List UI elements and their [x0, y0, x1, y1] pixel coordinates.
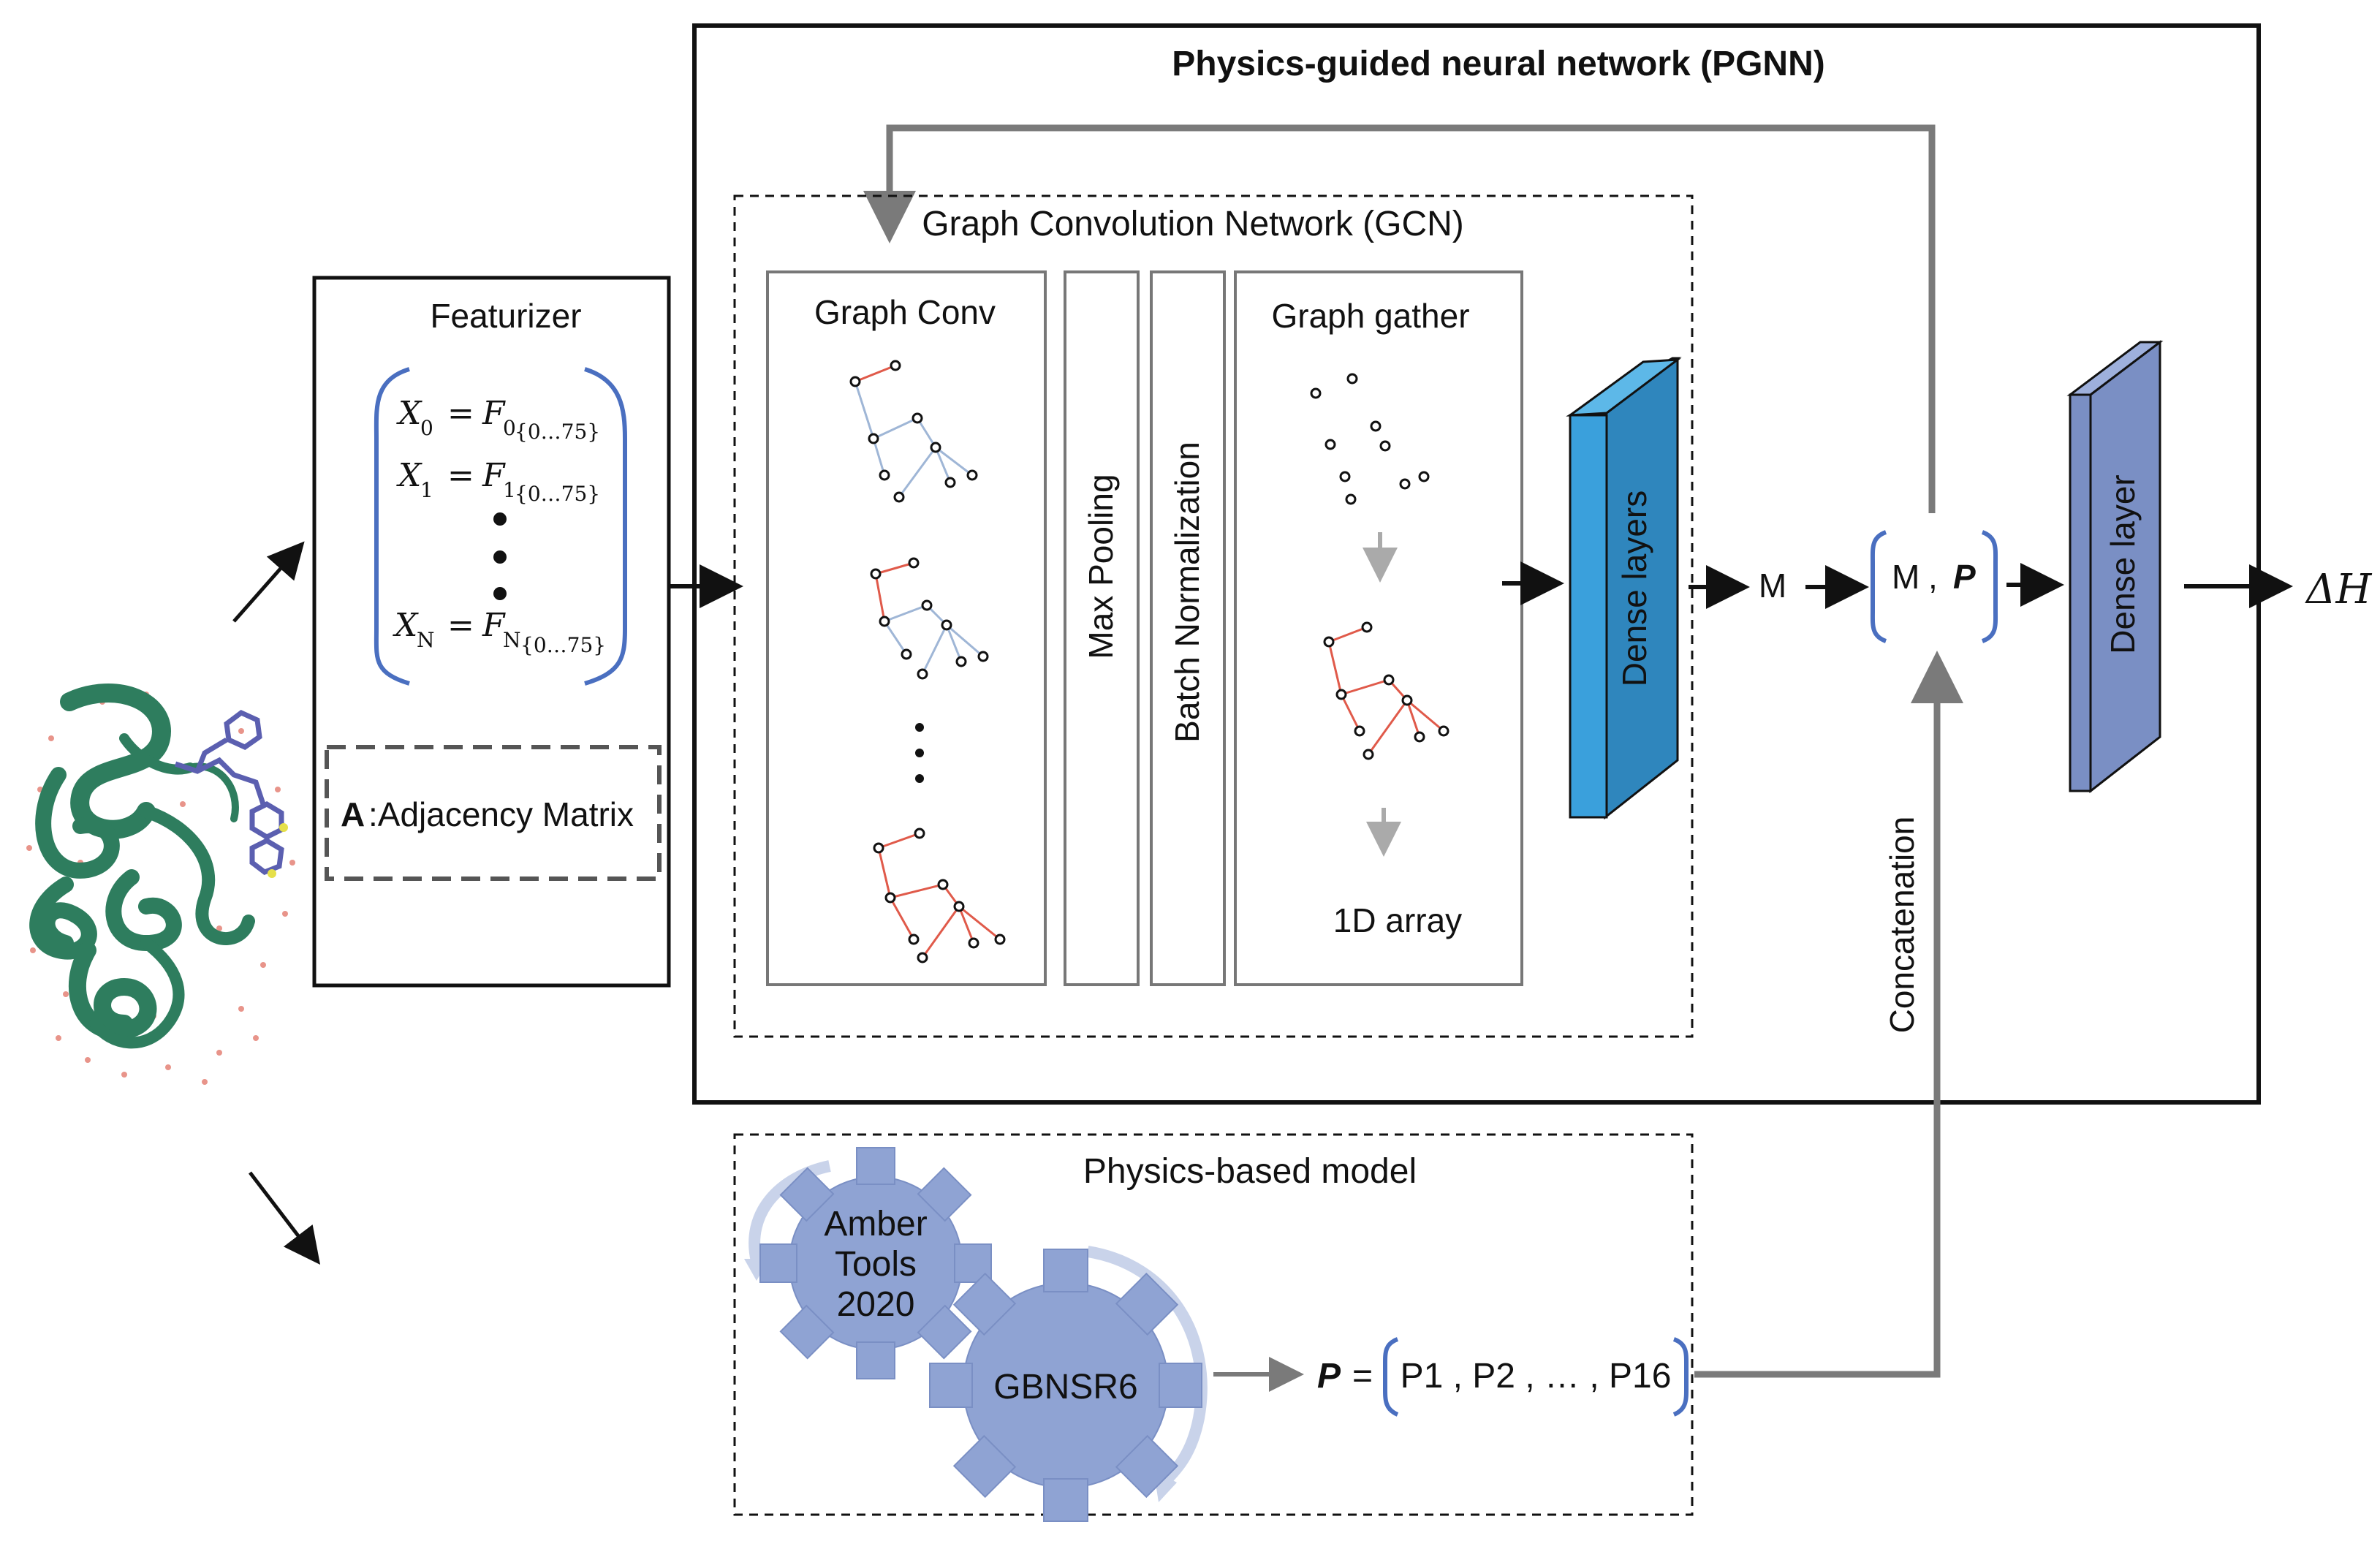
adjacency-a-label: A: [341, 795, 365, 833]
graph-conv-ellipsis: [915, 723, 924, 783]
fn-symbol: F: [482, 607, 506, 644]
pgnn-title: Physics-guided neural network (PGNN): [1172, 45, 1824, 83]
graph-gather-title: Graph gather: [1271, 297, 1469, 335]
array-1d-label: 1D array: [1333, 901, 1462, 939]
m-label: M: [1759, 567, 1786, 605]
ellipsis-dot: [493, 550, 507, 564]
adjacency-label: :Adjacency Matrix: [368, 795, 634, 833]
x0-equals: =: [447, 395, 474, 432]
gear-amber-tools: [759, 1147, 992, 1379]
pgnn-box: [692, 23, 2261, 1105]
xn-symbol: X: [393, 607, 419, 644]
ellipsis-dot: [493, 512, 507, 526]
gcn-box: [733, 194, 1694, 1038]
ellipsis-dot: [493, 587, 507, 600]
output-delta-h: ΔH: [2305, 566, 2372, 613]
f1-range: {0…75}: [515, 482, 600, 506]
feature-matrix: X 0 = F 0 {0…75} X 1 = F 1 {0…75} X N = …: [374, 367, 627, 686]
max-pooling-label: Max Pooling: [1082, 474, 1120, 659]
arrow-protein-to-featurizer: [232, 541, 305, 623]
ligand-sulfur: [279, 823, 288, 832]
xn-equals: =: [447, 607, 474, 644]
mp-left-bracket: [1870, 530, 1887, 643]
x0-symbol: X: [396, 395, 422, 432]
p-vector-symbol: P: [1317, 1357, 1341, 1396]
p-vector-equals: =: [1352, 1357, 1373, 1396]
xn-subscript: N: [417, 628, 435, 652]
p-vector-right-bracket: [1672, 1337, 1689, 1417]
left-bracket: [374, 367, 410, 686]
fn-subscript: N: [503, 628, 521, 652]
x0-subscript: 0: [420, 416, 433, 440]
mp-m: M: [1892, 558, 1919, 596]
graph-gather-box: [1234, 270, 1523, 986]
f0-subscript: 0: [503, 416, 516, 440]
p-vector-values: P1 , P2 , … , P16: [1401, 1357, 1672, 1396]
gear1-rotation-arrow: [749, 1160, 831, 1262]
dense-layers-label: Dense layers: [1615, 491, 1653, 686]
batch-norm-label: Batch Normalization: [1168, 442, 1206, 743]
dense-layer-label: Dense layer: [2104, 474, 2142, 654]
gather-scattered-nodes: [1310, 373, 1430, 505]
graph-conv-graph-1: [849, 360, 978, 503]
fn-range: {0…75}: [520, 633, 606, 657]
mp-right-bracket: [1981, 530, 1998, 643]
max-pooling-box: [1064, 270, 1140, 986]
gcn-title: Graph Convolution Network (GCN): [922, 205, 1464, 243]
adjacency-matrix-box: [325, 745, 662, 881]
arrow-protein-to-physics: [249, 1171, 321, 1265]
graph-conv-title: Graph Conv: [814, 293, 996, 331]
gear1-line3: 2020: [837, 1285, 915, 1324]
f1-subscript: 1: [503, 478, 516, 502]
p-vector-left-bracket: [1383, 1337, 1399, 1417]
protein-ribbon: [29, 684, 255, 1049]
x1-equals: =: [447, 457, 474, 494]
featurizer-title: Featurizer: [430, 297, 581, 335]
physics-model-box: [733, 1133, 1694, 1516]
graph-conv-graph-3: [873, 828, 1006, 963]
batch-norm-box: [1150, 270, 1226, 986]
gear-gbnsr6: [929, 1249, 1202, 1522]
featurizer-box: [312, 276, 671, 988]
f0-symbol: F: [482, 395, 506, 432]
f1-symbol: F: [482, 457, 506, 494]
gear2-label: GBNSR6: [993, 1368, 1137, 1406]
dense-layers-block: [1566, 357, 1682, 820]
dense-layer-block: [2066, 339, 2164, 794]
gear1-line2: Tools: [835, 1245, 917, 1284]
gear1-line1: Amber: [824, 1205, 927, 1243]
concatenation-label: Concatenation: [1883, 817, 1921, 1034]
right-bracket: [584, 367, 627, 686]
gather-graph: [1323, 621, 1449, 760]
mp-p: P: [1953, 558, 1976, 596]
protein-structure-image: [26, 684, 295, 1085]
graph-conv-box: [766, 270, 1047, 986]
graph-conv-graph-2: [870, 557, 989, 680]
concatenation-arrow: [1694, 651, 1963, 1378]
x1-subscript: 1: [420, 478, 433, 502]
x1-symbol: X: [396, 457, 422, 494]
feedback-arrow: [863, 124, 1936, 513]
f0-range: {0…75}: [515, 420, 600, 444]
ligand-sulfur-2: [268, 869, 276, 878]
mp-comma: ,: [1928, 558, 1938, 596]
ligand: [174, 709, 284, 875]
physics-model-title: Physics-based model: [1083, 1152, 1417, 1191]
